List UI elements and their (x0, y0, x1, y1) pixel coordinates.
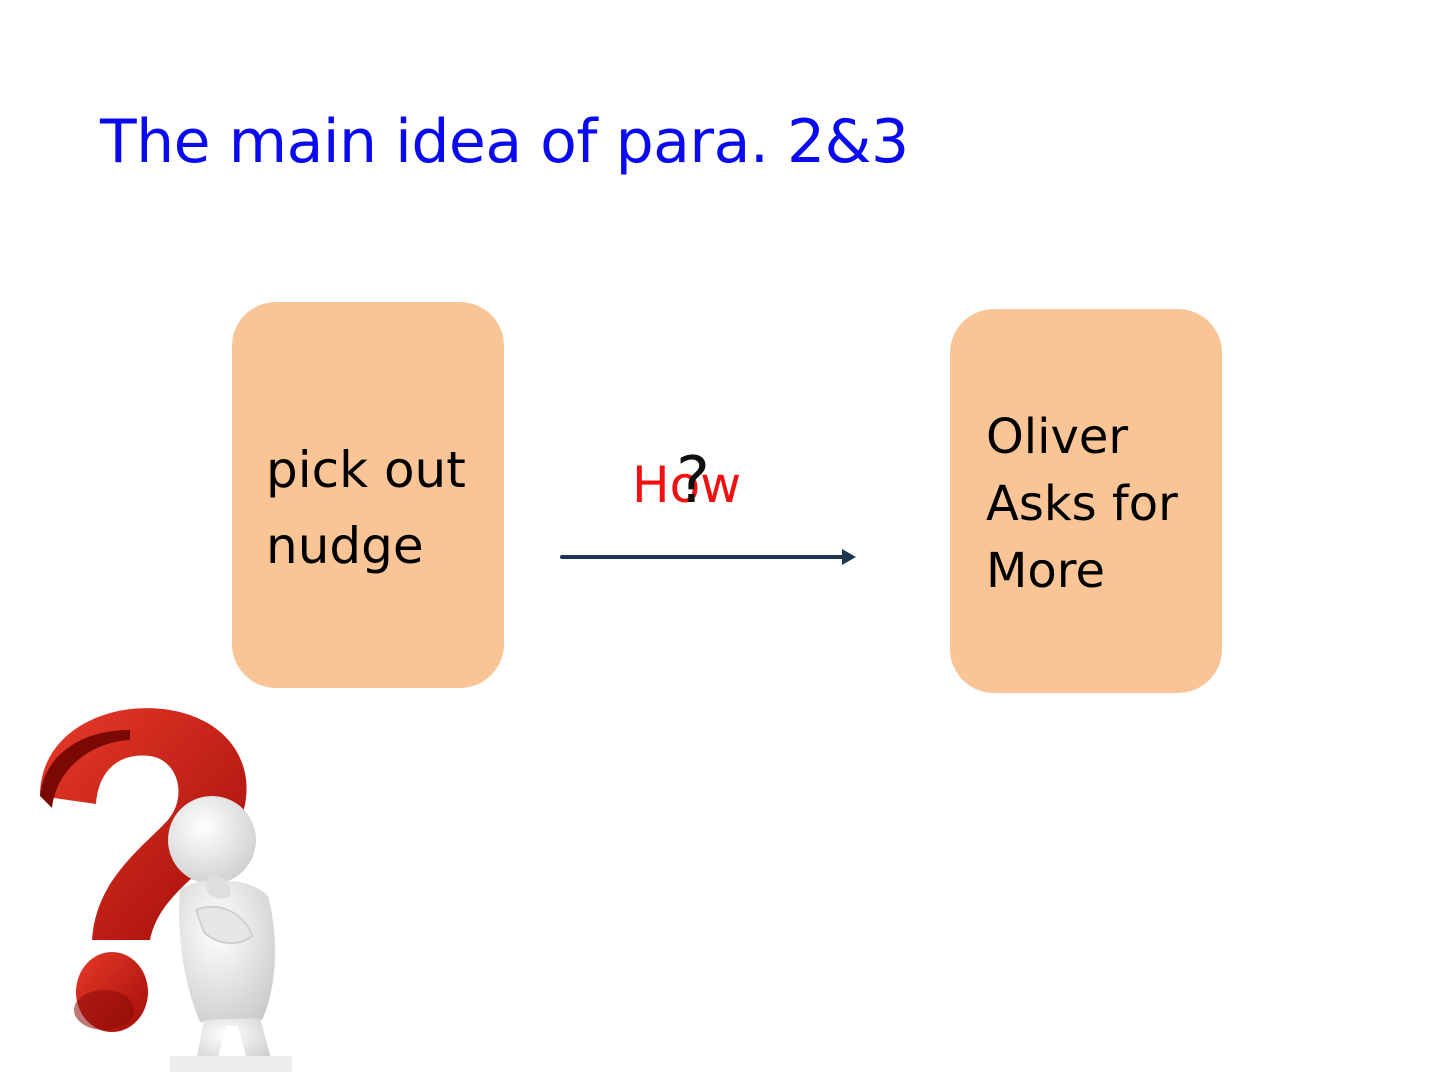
right-concept-box: Oliver Asks for More (950, 309, 1222, 693)
question-mark-dot-shadow (74, 990, 134, 1030)
connector-how-label: How (632, 456, 742, 514)
right-box-line-1: Oliver (986, 409, 1129, 465)
figure-head (168, 796, 256, 884)
figure-floor-shadow (170, 1056, 292, 1072)
connector-arrow (560, 549, 856, 565)
right-box-line-3: More (986, 543, 1105, 599)
left-box-line-1: pick out (266, 441, 466, 499)
slide-title: The main idea of para. 2&3 (100, 107, 909, 177)
connector-question-mark-label: ? (676, 444, 710, 518)
right-box-line-2: Asks for (986, 476, 1178, 532)
figure-arm (194, 905, 254, 944)
thinking-figure-question-mark-icon (40, 708, 292, 1072)
question-mark-hook (40, 708, 247, 940)
figure-hand (206, 875, 231, 899)
arrow-head (842, 549, 856, 565)
figure-legs (196, 1018, 272, 1066)
figure-torso (179, 880, 276, 1022)
left-box-line-2: nudge (266, 517, 424, 575)
left-concept-box: pick out nudge (232, 302, 504, 688)
question-mark-hook-side (40, 730, 130, 808)
